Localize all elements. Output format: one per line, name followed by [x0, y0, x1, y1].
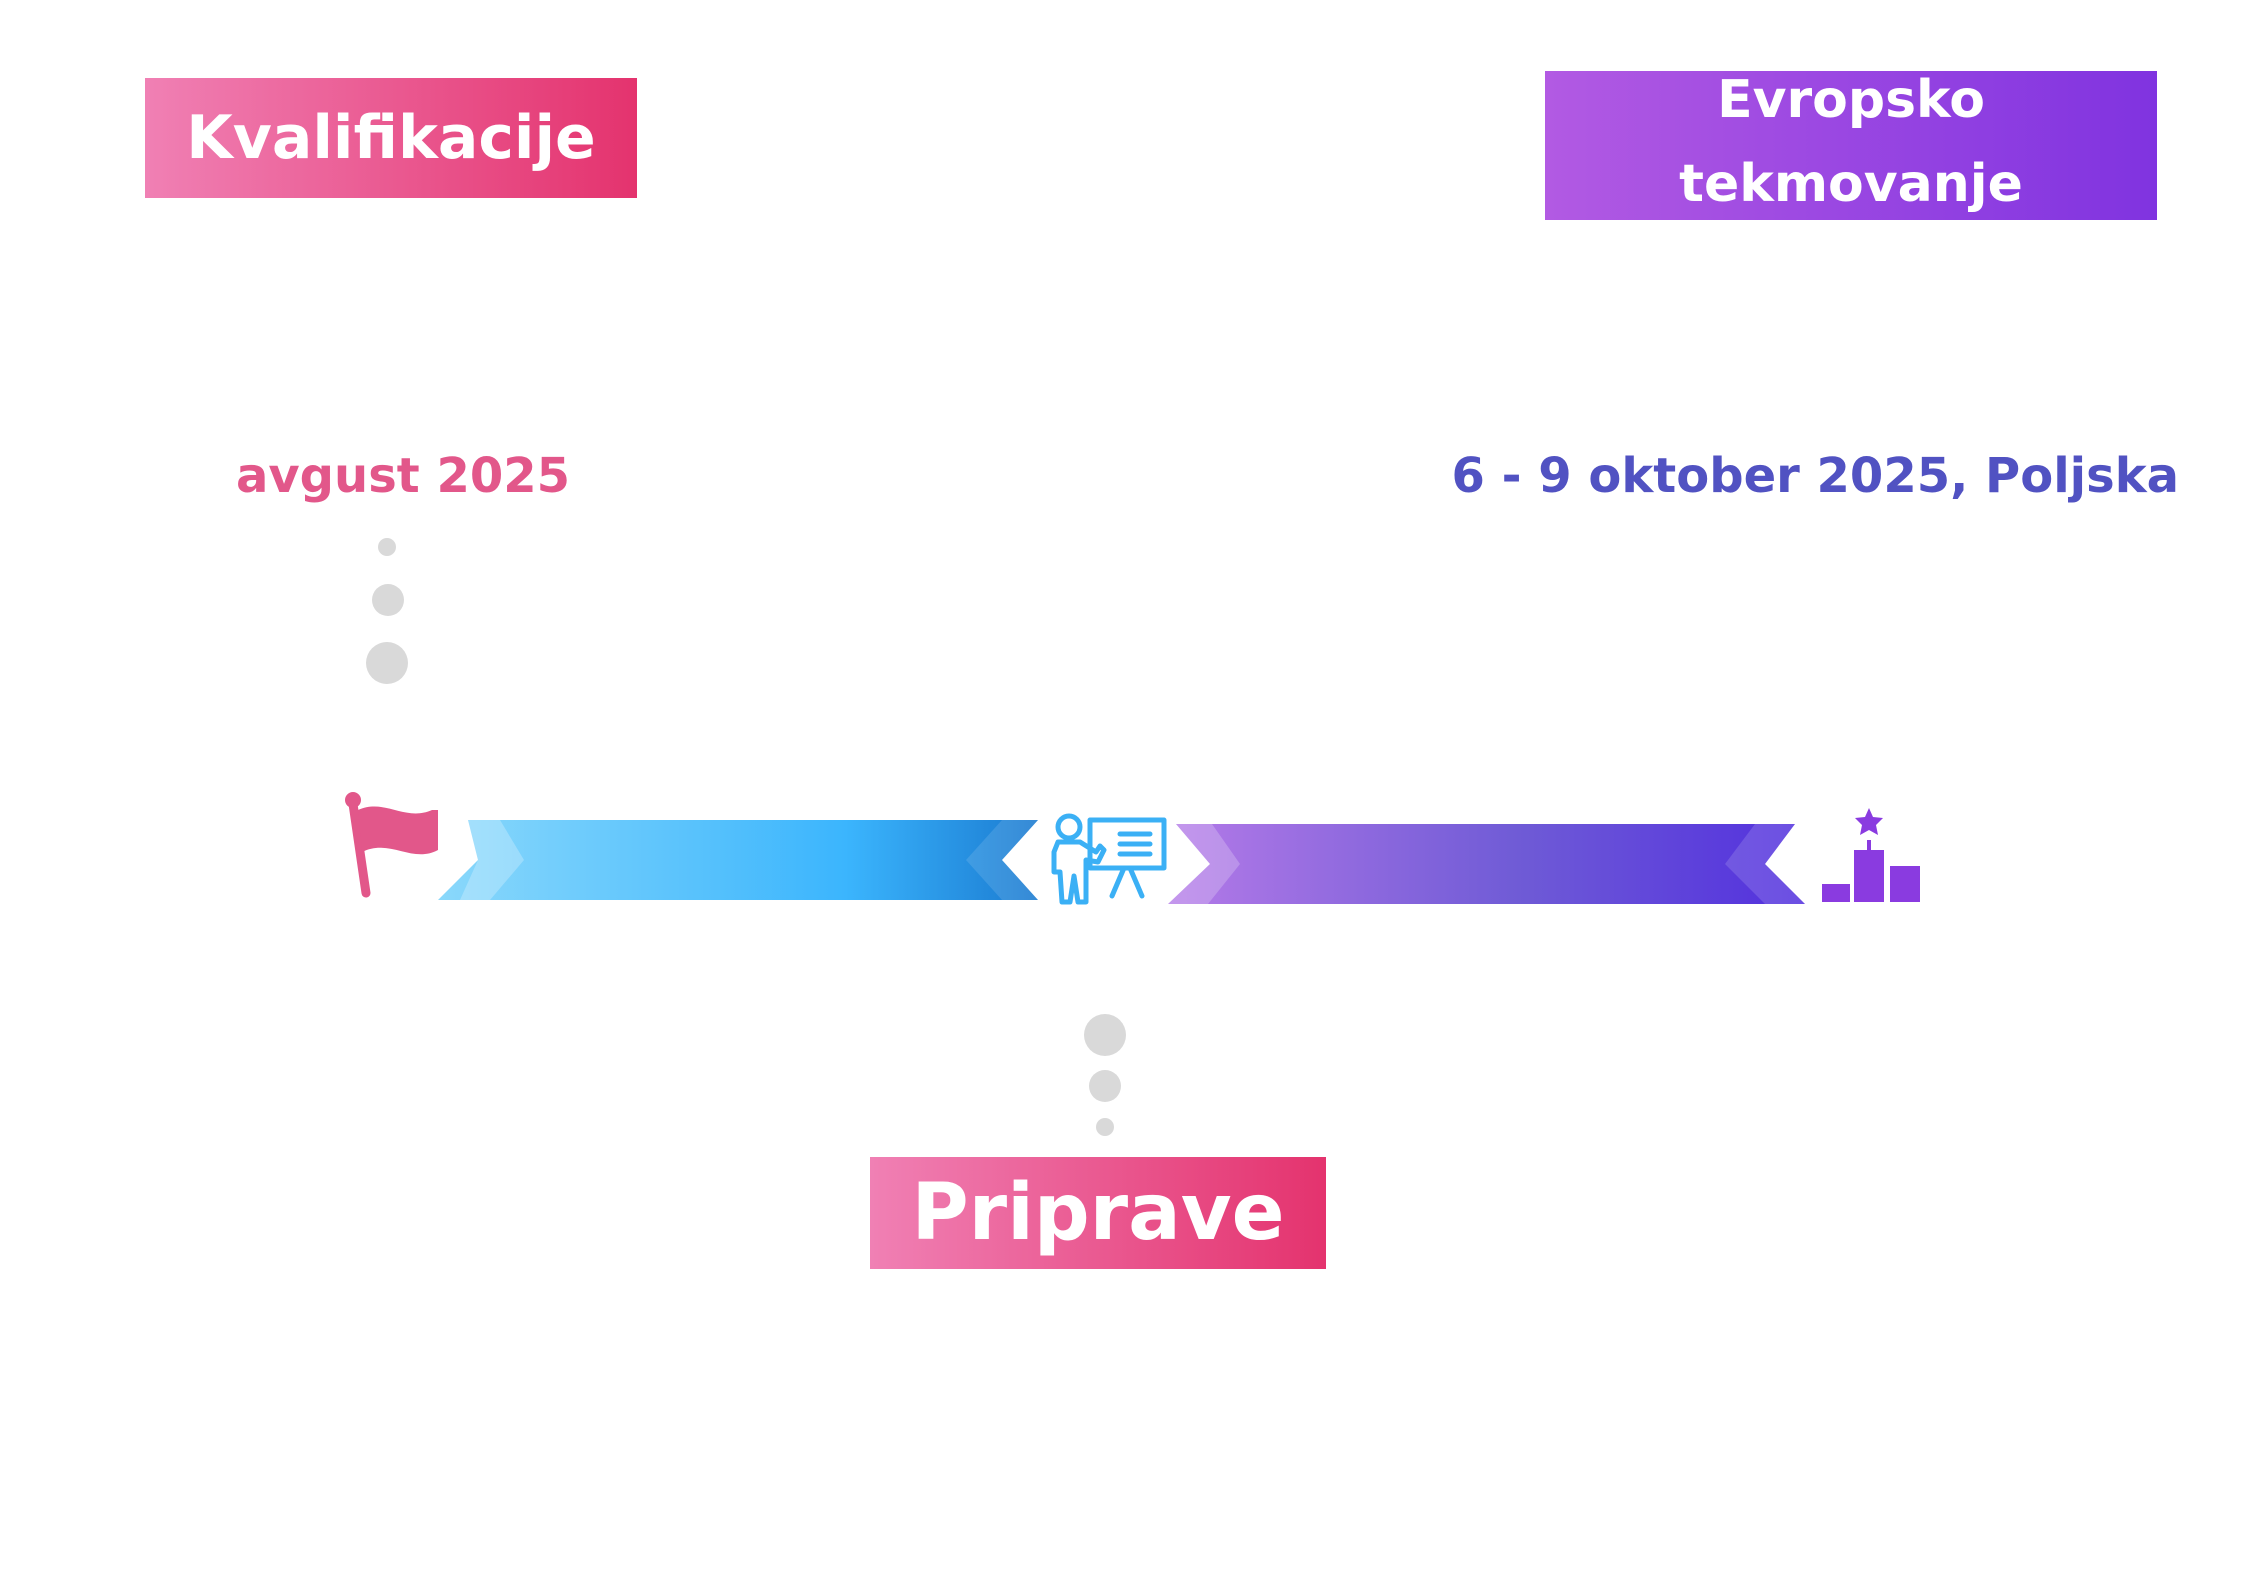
timeline-arrow-blue [438, 820, 1038, 900]
connector-dot [1089, 1070, 1121, 1102]
stage-title-european: Evropsko tekmovanje [1679, 69, 2023, 214]
connector-dot [366, 642, 408, 684]
stage-label-preparation: Priprave [870, 1157, 1326, 1269]
stage-date-qualification: avgust 2025 [236, 448, 571, 504]
stage-label-european: Evropsko tekmovanje [1545, 70, 2157, 220]
connector-dot [378, 538, 396, 556]
podium-icon [1822, 808, 1920, 902]
stage-date-european: 6 - 9 oktober 2025, Poljska [1451, 448, 2179, 504]
flag-icon [345, 792, 438, 898]
connector-dot [1096, 1118, 1114, 1136]
stage-title-preparation: Priprave [911, 1168, 1285, 1258]
timeline-arrow-violet [1168, 824, 1805, 904]
stage-title-qualification: Kvalifikacije [186, 103, 596, 173]
teacher-presentation-icon [1051, 813, 1167, 905]
connector-dot [1084, 1014, 1126, 1056]
connector-dot [372, 584, 404, 616]
stage-label-qualification: Kvalifikacije [145, 78, 637, 198]
